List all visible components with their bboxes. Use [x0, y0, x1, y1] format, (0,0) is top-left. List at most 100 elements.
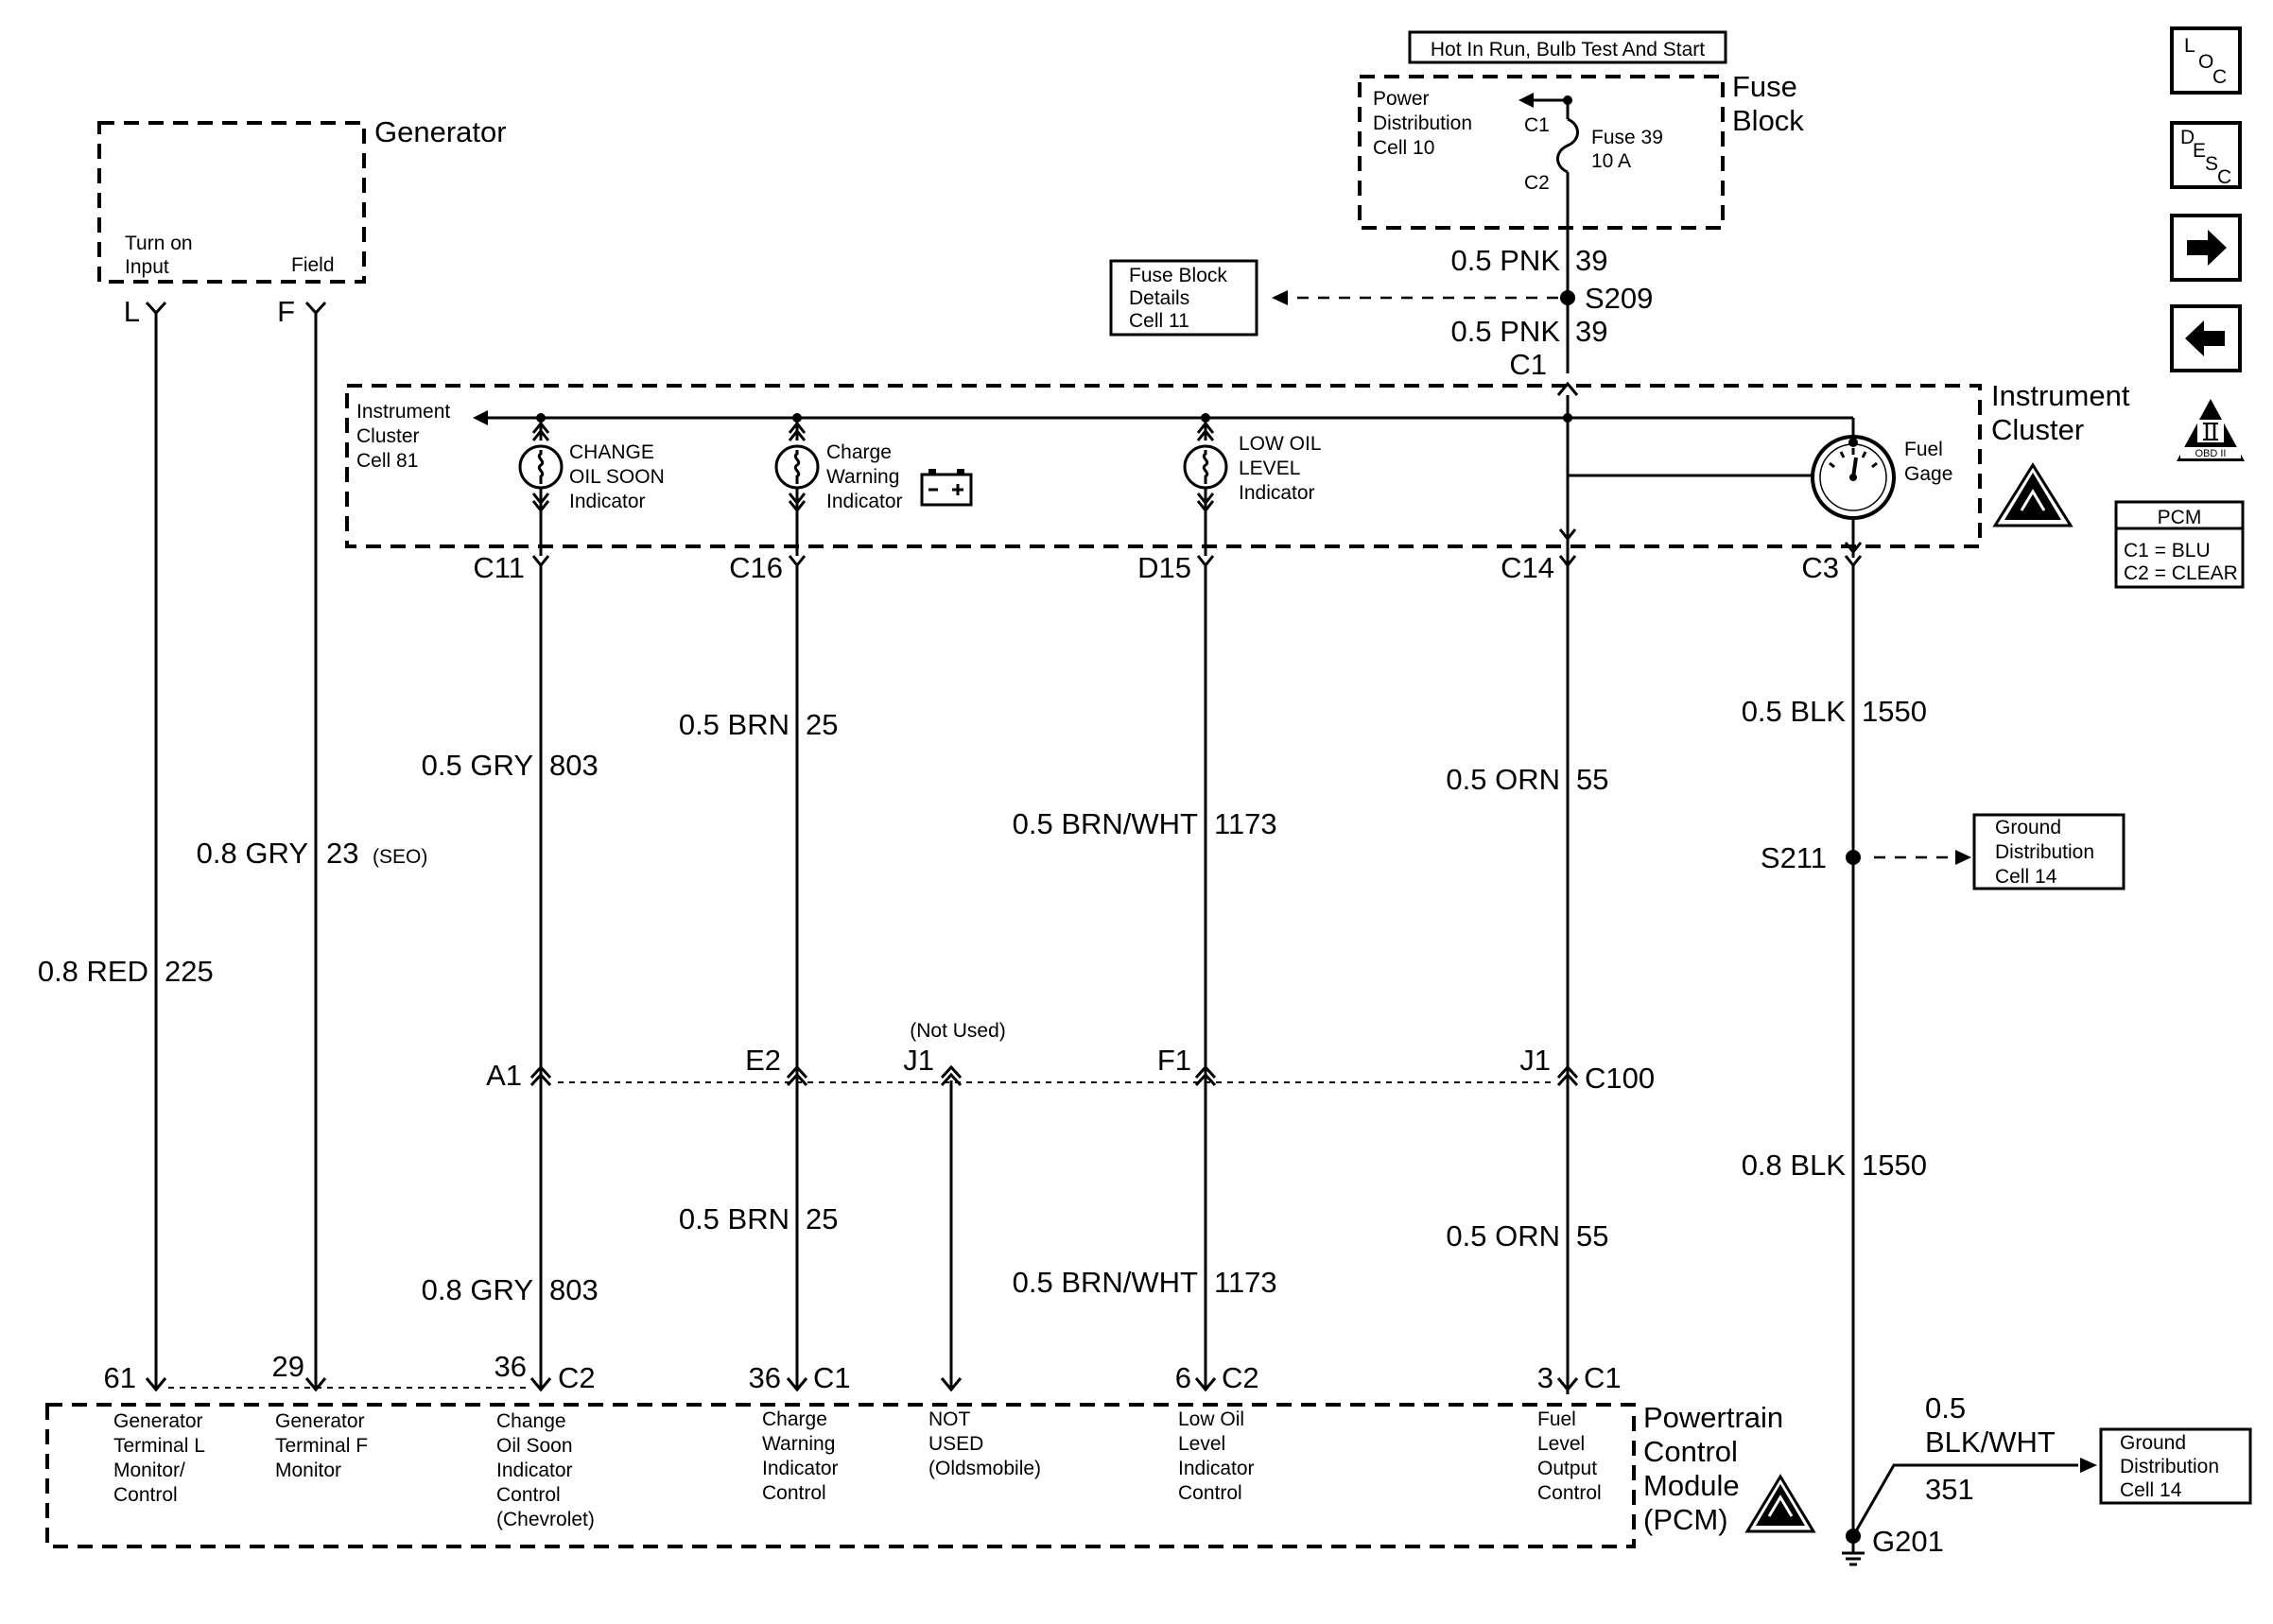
pcm-pin-36a-conn: C2: [558, 1361, 596, 1394]
wire-225-num: 225: [165, 955, 214, 988]
ground-dist-box-2[interactable]: [2099, 1427, 2252, 1505]
c100-a1-pin: [529, 1064, 552, 1087]
wire-runs: 0.5 GRY 803 0.5 BRN 25 0.5 BRN/WHT 1173 …: [422, 565, 1927, 1531]
c100-not-used: (Not Used): [910, 1020, 1006, 1042]
ground-dist-box[interactable]: [1972, 813, 2126, 890]
c100-pin-a1: A1: [486, 1059, 522, 1092]
pcm-desc-36a-2: Oil Soon: [496, 1435, 573, 1457]
desc-button[interactable]: D E S C: [2170, 121, 2242, 189]
wire-1173-lower-color: 0.5 BRN/WHT: [1013, 1266, 1198, 1299]
wire-1550-upper-color: 0.5 BLK: [1742, 695, 1847, 728]
c100-connector: A1 E2 J1 F1 J1 C100 (Not Used): [486, 1020, 1655, 1095]
wire-351-color-1: 0.5: [1925, 1391, 1966, 1425]
pcm-desc-3-3: Output: [1537, 1458, 1597, 1479]
pcm-desc-29-2: Terminal F: [275, 1435, 368, 1457]
battery-icon: [920, 469, 973, 507]
pcm-desc-29-3: Monitor: [275, 1460, 341, 1481]
wire-1550-upper-num: 1550: [1862, 695, 1927, 728]
next-page-button[interactable]: [2170, 214, 2242, 282]
c11-pin: [531, 555, 550, 568]
pcm-label-3: Module: [1643, 1469, 1740, 1502]
ground-dist-arrow: [1955, 850, 1971, 865]
low-oil-top-pin: [1196, 421, 1215, 441]
fuel-gage-inner-ring: [1819, 443, 1887, 511]
pcm-pin-3-conn: C1: [1584, 1361, 1622, 1394]
pcm-pin-36b-num: 36: [749, 1361, 781, 1394]
cluster-title-2: Cluster: [1991, 413, 2084, 446]
pcm-desc-nu-1: NOT: [928, 1408, 971, 1430]
pcm-desc-3-2: Level: [1537, 1433, 1585, 1455]
pcm-desc-6-3: Indicator: [1178, 1458, 1255, 1479]
generator: Generator Turn on Input Field L F 0.8 RE…: [38, 115, 507, 1388]
left-arrow-icon: [2185, 320, 2225, 356]
pcm-key-c1: C1 = BLU: [2124, 540, 2211, 561]
pcm-desc-nu-2: USED: [928, 1433, 983, 1455]
c100-label: C100: [1585, 1062, 1655, 1095]
pnk-lower-color: 0.5 PNK: [1451, 315, 1561, 348]
fuse-block-title-1: Fuse: [1732, 70, 1797, 103]
fuse-block-title-2: Block: [1732, 104, 1804, 137]
right-arrow-icon: [2187, 230, 2227, 266]
pcm-pin-6-num: 6: [1175, 1361, 1191, 1394]
connector-c16: C16: [729, 551, 783, 584]
change-oil-filament: [537, 450, 545, 484]
fuse-details-line-1: Fuse Block: [1129, 265, 1227, 286]
pcm-pin-6-c2: [1194, 1377, 1217, 1392]
change-oil-indicator: CHANGE OIL SOON Indicator: [518, 413, 665, 556]
pcm-pin-not-used: [940, 1377, 963, 1392]
pcm-desc-61-1: Generator: [113, 1410, 203, 1432]
s211-splice: [1846, 850, 1861, 865]
pcm-desc-61-3: Monitor/: [113, 1460, 185, 1481]
desc-button-frame: [2170, 121, 2242, 189]
hot-in-run-label: Hot In Run, Bulb Test And Start: [1431, 39, 1705, 60]
pcm-desc-29-1: Generator: [275, 1410, 365, 1432]
cluster-bus-arrow: [473, 410, 488, 425]
low-oil-line-2: LEVEL: [1239, 458, 1300, 479]
fuse-element: [1556, 117, 1579, 174]
wire-351-num: 351: [1925, 1473, 1974, 1506]
pcm-desc-36a-4: Control: [496, 1484, 561, 1506]
desc-letter-s: S: [2205, 153, 2218, 175]
c100-pin-e2: E2: [745, 1044, 781, 1077]
cluster-c1-label: C1: [1509, 348, 1547, 381]
c100-j1-not-used-pin: [940, 1064, 963, 1087]
fuse-rating: 10 A: [1591, 150, 1631, 172]
pcm-pin-61: [145, 1377, 167, 1392]
fuse-details-line-2: Details: [1129, 287, 1189, 309]
pcm-desc-61-4: Control: [113, 1484, 178, 1506]
low-oil-indicator: LOW OIL LEVEL Indicator: [1183, 413, 1322, 556]
fuse-c1: C1: [1524, 114, 1550, 136]
pcm-pin-61-num: 61: [104, 1361, 136, 1394]
fuse-details-arrow: [1272, 290, 1288, 305]
pcm-desc-36a-5: (Chevrolet): [496, 1509, 595, 1530]
c100-pin-f1: F1: [1157, 1044, 1191, 1077]
s211-label: S211: [1761, 841, 1827, 874]
fuse-details-box[interactable]: [1109, 259, 1258, 337]
pcm-desc-36b-4: Control: [762, 1482, 826, 1504]
c100-f1-pin: [1194, 1064, 1217, 1087]
gage-bottom-pin: [1844, 542, 1863, 555]
ground-circuit: S211 Ground Distribution Cell 14 G201 0.…: [1761, 813, 2252, 1566]
wire-351-color-2: BLK/WHT: [1925, 1425, 2056, 1459]
generator-field: Field: [291, 254, 335, 276]
loc-letter-o: O: [2198, 51, 2213, 73]
c16-pin: [788, 555, 807, 568]
generator-label: Generator: [374, 115, 507, 148]
fuel-gage-line-1: Fuel: [1904, 439, 1943, 460]
wire-351: [1851, 1463, 2078, 1537]
wire-55-lower-color: 0.5 ORN: [1446, 1219, 1560, 1253]
pcm-desc-6-2: Level: [1178, 1433, 1225, 1455]
wire-1550-lower-color: 0.8 BLK: [1742, 1149, 1847, 1182]
loc-button[interactable]: L O C: [2170, 26, 2242, 95]
ground-dist2-line-1: Ground: [2120, 1432, 2186, 1454]
wire-55-upper-color: 0.5 ORN: [1446, 763, 1560, 796]
power-dist-arrow: [1518, 93, 1534, 108]
wire-1173-upper-num: 1173: [1214, 807, 1277, 840]
prev-page-button[interactable]: [2170, 304, 2242, 372]
pcm-label-2: Control: [1643, 1435, 1738, 1468]
pcm-desc-6-1: Low Oil: [1178, 1408, 1244, 1430]
generator-pin-l: L: [124, 295, 140, 328]
pcm-desc-36b-3: Indicator: [762, 1458, 839, 1479]
cluster-cell-2: Cluster: [356, 425, 420, 447]
change-oil-line-1: CHANGE: [569, 441, 654, 463]
